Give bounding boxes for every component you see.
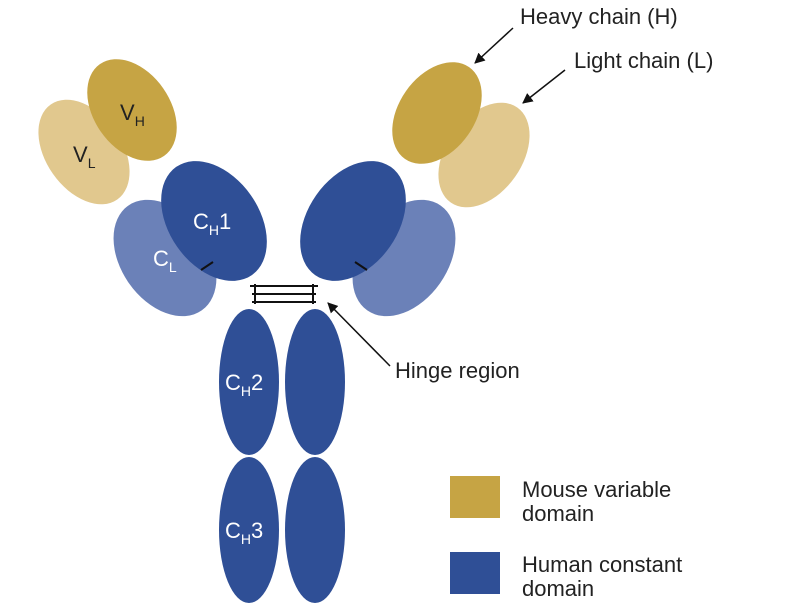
legend-label-mouse-variable: Mouse variable domain (522, 477, 677, 526)
cl-label: CL (153, 246, 177, 275)
right-ch1-domain (300, 161, 406, 281)
hinge-region-arrow (327, 302, 391, 367)
ch2-label: CH2 (225, 370, 263, 399)
legend: Mouse variable domain Human constant dom… (450, 476, 688, 601)
light-chain-arrow (522, 69, 566, 104)
left-ch2-domain (219, 309, 279, 455)
right-vh-domain (392, 62, 482, 164)
right-disulfide-bond (354, 261, 368, 271)
legend-label-human-constant: Human constant domain (522, 552, 688, 601)
legend-swatch-human-constant (450, 552, 500, 594)
left-ch1-domain (161, 161, 267, 281)
right-ch2-domain (285, 309, 345, 455)
left-disulfide-bond (200, 261, 214, 271)
hinge-region-annotation: Hinge region (395, 358, 520, 383)
right-ch3-domain (285, 457, 345, 603)
light-chain-annotation: Light chain (L) (574, 48, 713, 73)
heavy-chain-annotation: Heavy chain (H) (520, 4, 678, 29)
left-ch3-domain (219, 457, 279, 603)
vl-label: VL (73, 142, 96, 171)
hinge-bonds (250, 284, 318, 304)
heavy-chain-arrow (474, 27, 514, 64)
ch3-label: CH3 (225, 518, 263, 547)
legend-swatch-mouse-variable (450, 476, 500, 518)
left-vh-domain (87, 59, 177, 161)
ch1-label: CH1 (193, 209, 231, 238)
vh-label: VH (120, 100, 145, 129)
